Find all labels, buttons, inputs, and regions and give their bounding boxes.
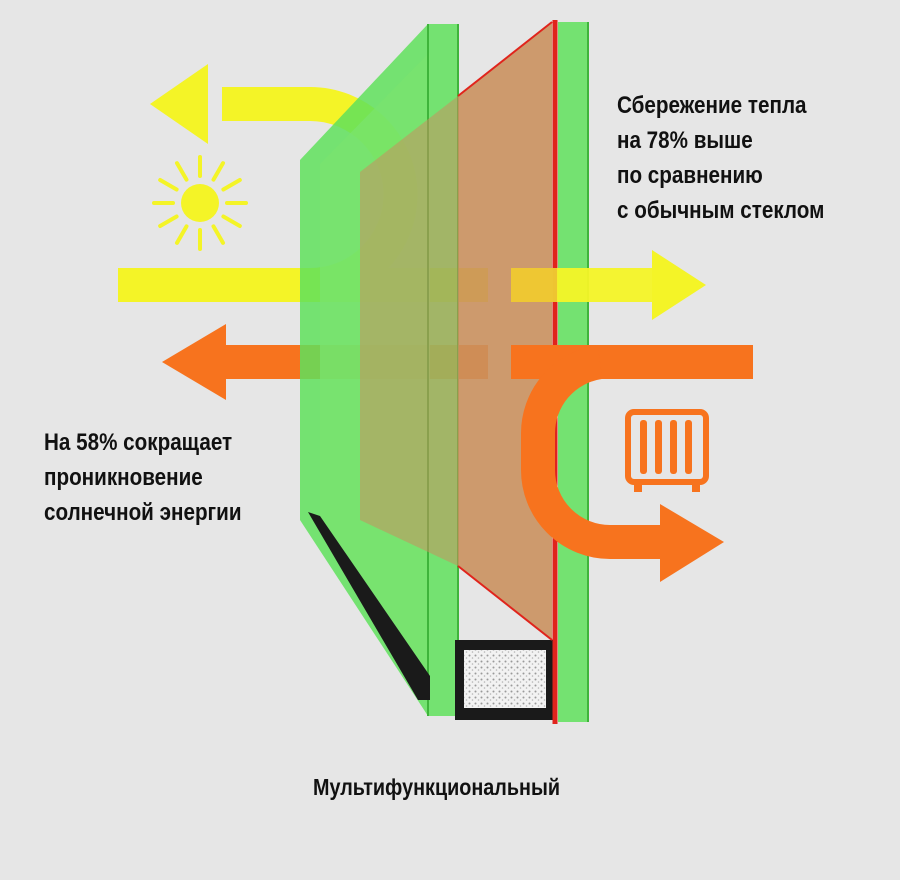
sun-ray xyxy=(158,214,179,228)
heat-savings-line-3: по сравнению xyxy=(617,162,763,189)
sun-ray xyxy=(221,178,242,192)
sun-ray xyxy=(158,178,179,192)
sun-ray xyxy=(175,224,189,245)
sun-ray xyxy=(221,214,242,228)
solar-reduction-line-1: На 58% сокращает xyxy=(44,429,233,456)
solar-reduction-line-3: солнечной энергии xyxy=(44,499,242,526)
sun-ray xyxy=(211,224,225,245)
heat-savings-line-2: на 78% выше xyxy=(617,127,753,154)
heat-savings-line-4: с обычным стеклом xyxy=(617,197,825,224)
sun-icon xyxy=(152,155,248,251)
radiator-icon xyxy=(625,409,709,492)
sun-ray xyxy=(211,161,225,182)
solar-transmitted-arrow xyxy=(511,250,706,320)
heat-return-arrow xyxy=(511,345,753,582)
solar-reduction-line-2: проникновение xyxy=(44,464,203,491)
desiccant-filler xyxy=(464,650,546,708)
heat-savings-caption: Сбережение тепла на 78% выше по сравнени… xyxy=(617,88,824,228)
spacer-frame xyxy=(308,512,555,720)
solar-reduction-caption: На 58% сокращает проникновение солнечной… xyxy=(44,425,242,530)
product-name: Мультифункциональный xyxy=(313,774,561,800)
heat-savings-line-1: Сбережение тепла xyxy=(617,92,807,119)
sun-ray xyxy=(175,161,189,182)
